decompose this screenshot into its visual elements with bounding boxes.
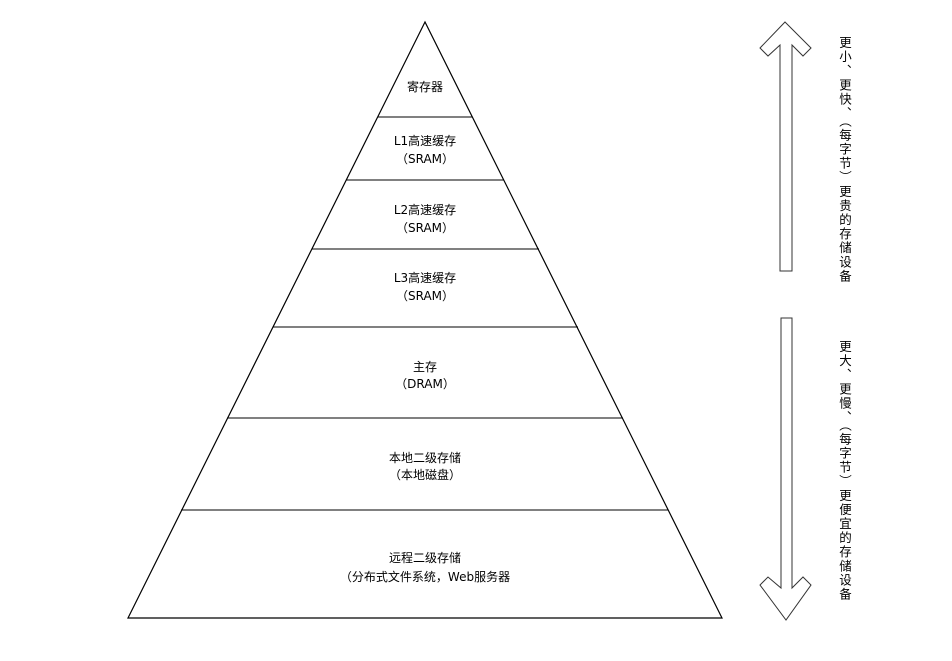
down-arrow-label: 更大、更慢、（每字节）更便宜的存储设备 [837, 340, 852, 602]
level-l3-type: （SRAM） [396, 289, 454, 303]
level-l1-type: （SRAM） [396, 152, 454, 166]
down-arrow-icon [759, 317, 812, 621]
level-remote-storage-type: （分布式文件系统，Web服务器 [340, 569, 510, 584]
level-remote-storage: 远程二级存储 [389, 550, 461, 565]
up-arrow-label: 更小、更快、（每字节）更贵的存储设备 [837, 36, 852, 284]
level-main-memory-type: （DRAM） [395, 377, 455, 391]
level-registers: 寄存器 [407, 79, 443, 94]
level-l3-cache: L3高速缓存 [394, 270, 456, 285]
level-local-storage: 本地二级存储 [389, 450, 461, 465]
level-l2-cache: L2高速缓存 [394, 202, 456, 217]
up-arrow-icon [759, 21, 812, 272]
level-local-storage-type: （本地磁盘） [389, 467, 461, 482]
pyramid-outline [127, 20, 723, 619]
level-l1-cache: L1高速缓存 [394, 133, 456, 148]
level-main-memory: 主存 [413, 360, 437, 374]
level-l2-type: （SRAM） [396, 221, 454, 235]
